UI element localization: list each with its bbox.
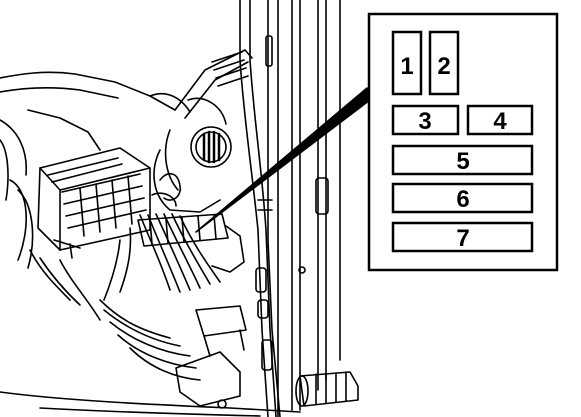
fuse-3-label: 3 [418,108,431,135]
fuse-5-label: 5 [456,148,469,175]
fuse-2-label: 2 [437,53,450,80]
fuse-4: 4 [466,104,534,136]
vehicle-interior-drawing [0,0,359,417]
fuse-6: 6 [391,182,534,214]
fuse-2: 2 [428,30,460,96]
fuse-1: 1 [391,30,423,96]
fuse-7: 7 [391,221,534,253]
fuse-5: 5 [391,144,534,176]
fuse-6-label: 6 [456,186,469,213]
fuse-4-label: 4 [493,108,507,135]
fuse-3: 3 [391,104,460,136]
fuse-7-label: 7 [456,225,469,252]
callout-leader [195,87,371,233]
fuse-inset-panel: 1 2 3 4 5 6 7 [367,12,559,272]
fuse-1-label: 1 [400,53,413,80]
